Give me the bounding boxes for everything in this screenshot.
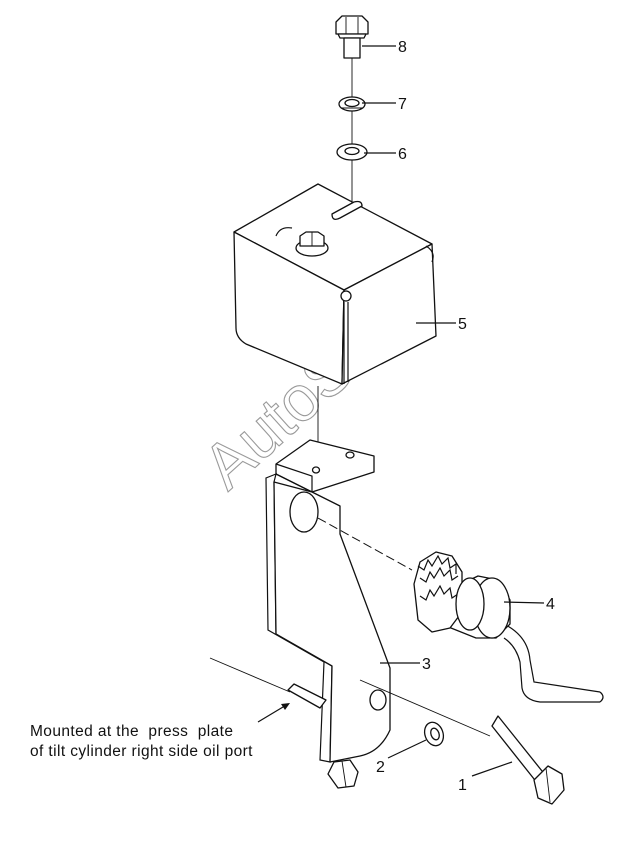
- callout-3: 3: [422, 656, 431, 673]
- callout-4: 4: [546, 596, 555, 613]
- callout-2: 2: [376, 759, 385, 776]
- axis-line-bottom: [359, 679, 491, 737]
- note-leader-arrow: [281, 703, 290, 710]
- mounting-note-line-2: of tilt cylinder right side oil port: [30, 743, 253, 760]
- part-flat-washer-6: [336, 143, 368, 161]
- part-switch-4: [413, 551, 604, 703]
- dashed-axis-line: [317, 517, 413, 571]
- callout-7: 7: [398, 96, 407, 113]
- part-bolt-8: [335, 15, 369, 59]
- leader-2: [387, 739, 427, 759]
- part-bracket-3: [265, 439, 391, 789]
- part-cover-box-5: [233, 183, 437, 385]
- callout-8: 8: [398, 39, 407, 56]
- callout-5: 5: [458, 316, 467, 333]
- part-washer-2: [423, 721, 445, 747]
- stud-pin: [209, 657, 327, 709]
- leader-4: [503, 601, 545, 604]
- callout-1: 1: [458, 777, 467, 794]
- part-spring-washer-7: [338, 96, 366, 112]
- callout-6: 6: [398, 146, 407, 163]
- mounting-note-line-1: Mounted at the press plate: [30, 723, 233, 740]
- leader-1: [471, 761, 513, 777]
- part-bolt-1: [491, 715, 565, 805]
